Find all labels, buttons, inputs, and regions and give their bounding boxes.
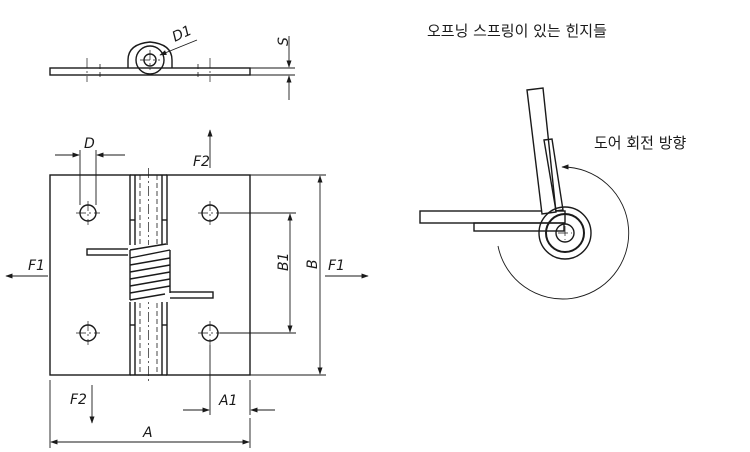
knuckle-pin	[555, 223, 575, 243]
fixed-leaf-lower	[473, 222, 565, 232]
b1-label: B1	[276, 252, 292, 271]
s-label: S	[276, 37, 292, 46]
b-label: B	[305, 259, 321, 269]
knuckle-outline	[127, 41, 173, 68]
f2-top-label: F2	[193, 154, 210, 170]
knuckle-outer	[538, 206, 592, 260]
a1-label: A1	[218, 393, 237, 409]
a-label: A	[142, 425, 153, 441]
f2-bottom-label: F2	[70, 392, 87, 408]
torsion-spring	[86, 243, 214, 302]
front-view: D B1 B A1	[5, 129, 369, 448]
rotating-leaf	[526, 87, 557, 215]
d1-label: D1	[170, 23, 195, 46]
knuckle-bore	[135, 45, 165, 75]
mounting-holes	[76, 201, 222, 345]
knuckle-mid	[545, 213, 585, 253]
rotation-arc	[497, 164, 630, 300]
d-dimension: D	[55, 136, 125, 205]
f1-right-label: F1	[328, 258, 345, 274]
b-dimension: B	[250, 174, 326, 376]
a-dimension: A	[49, 380, 251, 448]
a1-dimension: A1	[183, 345, 275, 415]
b1-dimension: B1	[220, 212, 296, 334]
title-caption: 오프닝 스프링이 있는 힌지들	[427, 22, 607, 40]
force-arrows: F1 F1 F2 F2	[5, 129, 369, 424]
spring-leg-right	[164, 291, 214, 299]
rotation-direction-caption: 도어 회전 방향	[594, 134, 687, 152]
rotating-leaf-inner	[543, 138, 564, 212]
d1-leader	[159, 39, 198, 56]
top-profile-view: D1 S	[49, 23, 295, 100]
rotation-side-view: 오프닝 스프링이 있는 힌지들 도어 회전 방향	[419, 22, 687, 300]
d-label: D	[84, 136, 95, 152]
spring-leg-left	[86, 248, 133, 256]
f1-left-label: F1	[28, 258, 45, 274]
